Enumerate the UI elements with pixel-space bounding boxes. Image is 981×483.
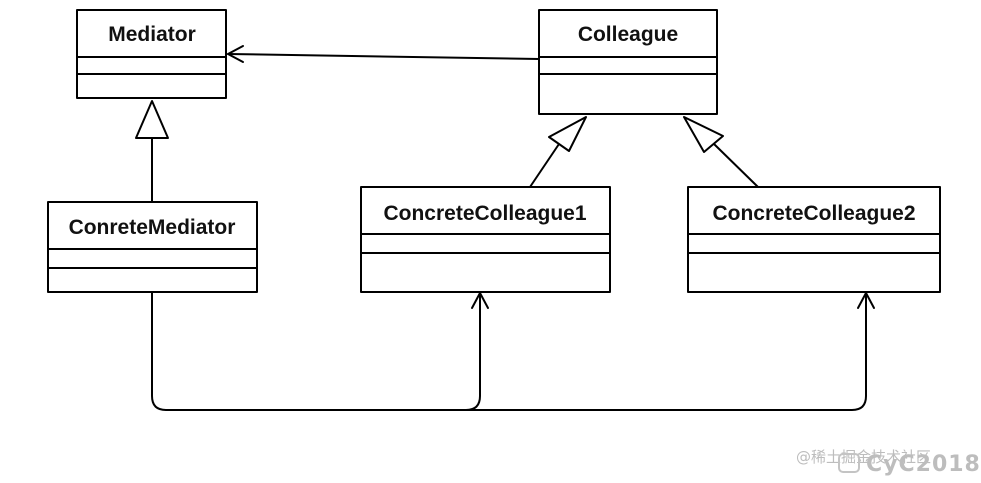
class-name-mediator: Mediator (108, 23, 196, 46)
class-name-concrete-mediator: ConreteMediator (69, 216, 236, 239)
class-concrete-mediator[interactable] (47, 201, 258, 293)
watermark-author: CyC2018 (866, 452, 981, 477)
class-concrete-colleague2[interactable] (687, 186, 941, 293)
class-concrete-colleague1[interactable] (360, 186, 611, 293)
inheritance-concrete-colleague1 (529, 116, 587, 188)
class-mediator[interactable] (76, 9, 227, 99)
association-mediator-to-colleague1 (151, 291, 489, 411)
inheritance-concrete-colleague2 (683, 116, 759, 188)
association-mediator-to-colleague2 (465, 292, 875, 411)
inheritance-concrete-mediator (135, 100, 169, 203)
class-name-colleague: Colleague (578, 23, 678, 46)
class-colleague[interactable] (538, 9, 718, 115)
class-name-concrete-colleague1: ConcreteColleague1 (383, 202, 586, 225)
association-colleague-to-mediator (227, 45, 540, 63)
class-name-concrete-colleague2: ConcreteColleague2 (712, 202, 915, 225)
watermark-juejin: @稀土掘金技术社区 (796, 448, 932, 466)
wechat-logo-icon (838, 453, 860, 473)
